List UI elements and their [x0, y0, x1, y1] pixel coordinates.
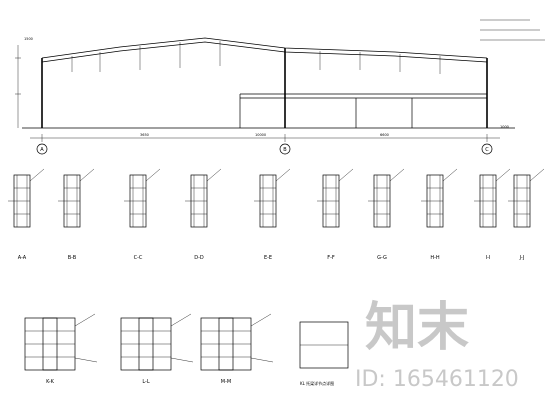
frame-elevation: [15, 19, 545, 155]
section-a-a: [8, 168, 45, 228]
section-l-l: [120, 313, 194, 371]
section-label-b-b: B-B: [68, 255, 77, 261]
section-label-l-l: L-L: [142, 379, 150, 385]
axis-label-b: B: [283, 147, 287, 153]
section-i-i: [474, 168, 511, 228]
watermark-id: ID: 165461120: [355, 367, 519, 392]
section-m-m: [200, 313, 274, 371]
section-e-e: [254, 168, 291, 228]
section-extra: [299, 321, 349, 369]
axis-label-c: C: [485, 147, 489, 153]
axis-label-a: A: [40, 147, 44, 153]
section-label-a-a: A-A: [18, 255, 27, 261]
dim-text-1: 1500: [24, 37, 33, 41]
section-j-j: [508, 168, 545, 228]
section-label-d-d: D-D: [194, 255, 204, 261]
section-label-k-k: K-K: [46, 379, 55, 385]
dim-text-4: 6600: [380, 133, 389, 137]
section-label-j-j: J-J: [519, 255, 525, 261]
section-label-h-h: H-H: [430, 255, 440, 261]
dim-text-2: 3650: [140, 133, 149, 137]
dim-text-3: 10000: [255, 133, 266, 137]
section-label-i-i: I-I: [486, 255, 491, 261]
section-b-b: [58, 168, 95, 228]
section-f-f: [317, 168, 354, 228]
section-d-d: [185, 168, 222, 228]
section-label-m-m: M-M: [221, 379, 231, 385]
section-k-k: [24, 313, 98, 371]
section-label-f-f: F-F: [327, 255, 335, 261]
dim-text-5: 1000: [500, 125, 509, 129]
section-details-row-2: [24, 313, 349, 371]
section-label-e-e: E-E: [264, 255, 272, 261]
section-h-h: [421, 168, 458, 228]
section-g-g: [368, 168, 405, 228]
row2-caption: KL 托梁详节点详图: [300, 380, 334, 386]
watermark-logo: 知末: [365, 298, 469, 358]
section-label-g-g: G-G: [377, 255, 387, 261]
section-details-row-1: [8, 168, 545, 228]
section-label-c-c: C-C: [134, 255, 143, 261]
section-c-c: [124, 168, 161, 228]
